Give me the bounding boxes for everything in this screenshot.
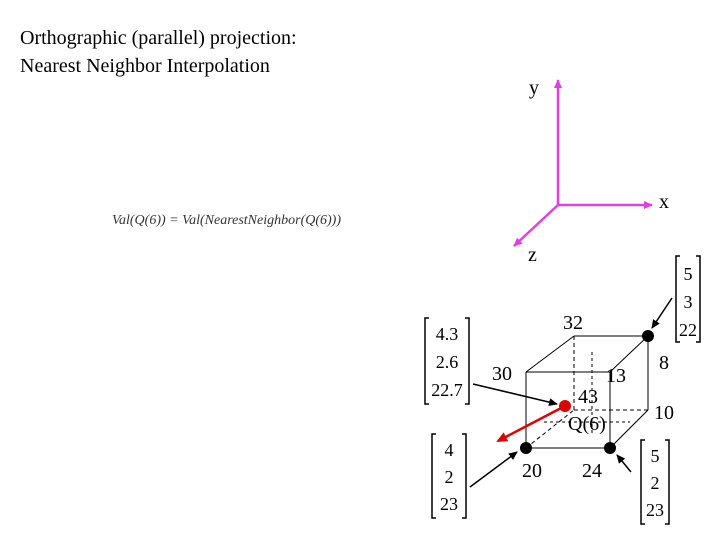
vector-left-lower-value-1: 4: [445, 440, 454, 460]
value-right-upper: 8: [659, 352, 669, 374]
vector-left-upper: 4.3 2.6 22.7: [424, 317, 470, 405]
vector-bottom-right-value-2: 2: [651, 473, 660, 493]
vertex-point-bottom-left: [520, 442, 532, 454]
vector-top-right: 5 3 22: [675, 255, 701, 343]
vector-bottom-right-value-1: 5: [651, 446, 660, 466]
y-axis-label: y: [529, 77, 539, 99]
value-top-back: 32: [563, 312, 583, 334]
arrow-to-bottom-left: [469, 451, 518, 488]
x-axis-label: x: [659, 191, 669, 213]
vector-left-upper-value-1: 4.3: [436, 324, 459, 344]
vector-top-right-value-2: 3: [684, 292, 693, 312]
arrow-to-query: [472, 383, 558, 407]
value-right: 13: [606, 365, 626, 387]
value-left: 30: [492, 363, 512, 385]
arrow-to-bottom-right: [616, 454, 632, 473]
voxel-cube: [525, 335, 649, 449]
vector-top-right-value-3: 22: [679, 320, 697, 340]
vector-left-lower: 4 2 23: [431, 433, 467, 519]
nearest-neighbor-arrow: [496, 404, 566, 443]
value-bottom-left: 20: [522, 460, 542, 482]
value-bottom-right: 24: [582, 460, 602, 482]
query-label: Q(6): [568, 413, 606, 435]
title-line-1: Orthographic (parallel) projection:: [20, 27, 297, 49]
vertex-point-top-right: [642, 330, 654, 342]
vector-left-lower-value-3: 23: [440, 494, 458, 514]
title-line-2: Nearest Neighbor Interpolation: [20, 55, 270, 77]
coordinate-axes: y x z: [513, 77, 669, 266]
z-axis: [513, 204, 559, 247]
z-axis-label: z: [528, 244, 537, 266]
interpolation-formula: Val(Q(6)) = Val(NearestNeighbor(Q(6))): [112, 213, 341, 228]
value-right-lower: 10: [654, 402, 674, 424]
value-center: 43: [578, 386, 598, 408]
arrow-to-top-right: [651, 297, 673, 329]
vector-left-upper-value-2: 2.6: [436, 352, 459, 372]
vector-bottom-right-value-3: 23: [646, 500, 664, 520]
vector-left-upper-value-3: 22.7: [431, 380, 463, 400]
title: Orthographic (parallel) projection: Near…: [20, 24, 297, 80]
vertex-point-bottom-right: [604, 442, 616, 454]
vector-top-right-value-1: 5: [684, 264, 693, 284]
vector-bottom-right: 5 2 23: [640, 439, 670, 525]
vector-left-lower-value-2: 2: [445, 467, 454, 487]
